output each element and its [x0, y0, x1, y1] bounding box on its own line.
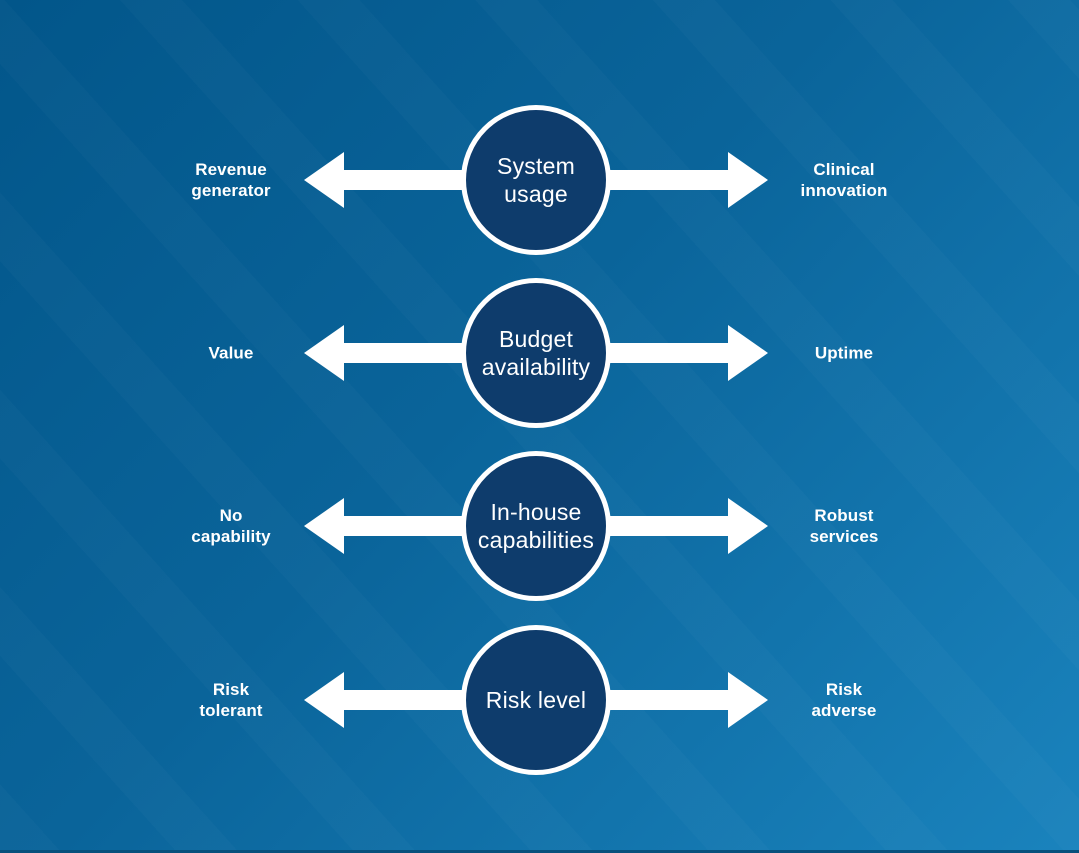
- left-arrowhead-icon: [304, 672, 344, 728]
- dimension-label: Risk level: [485, 687, 587, 713]
- right-endpoint-label: Robust services: [809, 506, 879, 546]
- right-endpoint-label: Risk adverse: [811, 680, 877, 720]
- dimension-label: System usage: [497, 153, 575, 207]
- right-arrowhead-icon: [728, 672, 768, 728]
- dimension-circle: In-house capabilities: [461, 451, 611, 601]
- dimension-circle: System usage: [461, 105, 611, 255]
- right-arrowhead-icon: [728, 152, 768, 208]
- left-arrowhead-icon: [304, 325, 344, 381]
- left-arrowhead-icon: [304, 152, 344, 208]
- left-endpoint-label: No capability: [191, 506, 271, 546]
- dimension-circle: Budget availability: [461, 278, 611, 428]
- left-endpoint-label: Risk tolerant: [199, 680, 263, 720]
- right-endpoint-label: Clinical innovation: [800, 160, 888, 200]
- dimension-label: In-house capabilities: [477, 499, 595, 553]
- dimension-circle: Risk level: [461, 625, 611, 775]
- bottom-edge-strip: [0, 850, 1079, 853]
- right-endpoint-label: Uptime: [814, 343, 874, 363]
- left-endpoint-label: Revenue generator: [191, 160, 271, 200]
- left-arrowhead-icon: [304, 498, 344, 554]
- right-arrowhead-icon: [728, 498, 768, 554]
- right-arrowhead-icon: [728, 325, 768, 381]
- left-endpoint-label: Value: [208, 343, 254, 363]
- dimension-label: Budget availability: [481, 326, 591, 380]
